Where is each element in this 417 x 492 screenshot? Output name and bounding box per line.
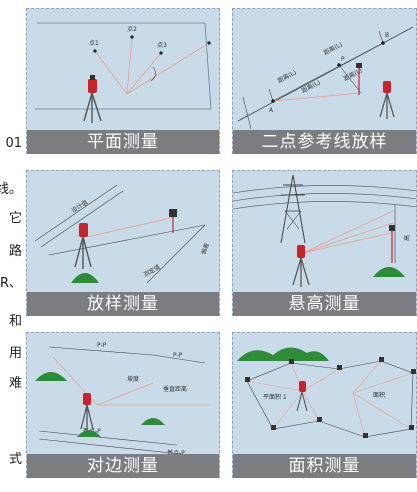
green-mound-icon-mid (141, 418, 165, 425)
label-distance-4: 距离(L) (342, 66, 363, 82)
label-slope: 坡度 (127, 375, 139, 383)
side-text-2: 线。 (0, 182, 22, 197)
label-p-p-1: P-P (97, 342, 107, 349)
label-distance-2: 距离(L) (322, 40, 343, 56)
total-station-icon (80, 393, 94, 431)
side-text-4: 路 (8, 244, 22, 259)
panel-two-point-reference-line: A B P 距离(L) 距离(L) 距离(L) 距离(L) 二点参考线放样 (232, 8, 417, 154)
label-point-a: A (269, 107, 274, 114)
panel-plane-survey: 点1 点2 点3 平面测量 (26, 8, 220, 154)
label-base-p-2: 基点-P (167, 449, 185, 457)
panel-missing-line: P-P P-P 坡度 垂直距离 基点-P 基点-P 对边测量 (26, 332, 220, 478)
plane-survey-illustration: 点1 点2 点3 (35, 22, 212, 123)
label-vertical-distance: 垂直距离 (163, 385, 187, 393)
pylon-icon (280, 174, 306, 244)
side-text-7: 用 (8, 346, 22, 361)
caption-two-point-reference-line: 二点参考线放样 (233, 130, 416, 154)
stakeout-illustration: 设计值 偏差 测定值 (34, 184, 211, 284)
label-distance-1: 距离(L) (276, 68, 297, 84)
label-point-b: B (385, 32, 389, 39)
label-point-3: 点3 (157, 41, 167, 49)
label-point-p: P (341, 56, 345, 63)
panel-stakeout-survey: 设计值 偏差 测定值 放样测量 (26, 170, 220, 316)
side-text-1: 01 (5, 136, 22, 151)
panel-area-survey: 平面积 1 面积 面积测量 (232, 332, 417, 478)
label-deviation: 偏差 (199, 242, 211, 256)
prism-icon (169, 209, 177, 233)
prism-pole-icon (356, 63, 362, 95)
label-height: 高 (403, 235, 411, 241)
label-design-value: 设计值 (70, 198, 89, 215)
two-point-reference-illustration: A B P 距离(L) 距离(L) 距离(L) 距离(L) (237, 26, 414, 130)
caption-area-survey: 面积测量 (233, 454, 416, 478)
green-mound-icon (71, 273, 99, 283)
panel-remote-elevation: 高 悬高测量 (232, 170, 417, 316)
label-point-1: 点1 (89, 39, 99, 47)
label-point-2: 点2 (127, 25, 137, 33)
total-station-icon (292, 245, 310, 287)
missing-line-illustration: P-P P-P 坡度 垂直距离 基点-P 基点-P (35, 342, 210, 458)
remote-elevation-illustration: 高 (233, 174, 416, 287)
label-p-p-2: P-P (173, 352, 183, 359)
caption-plane-survey: 平面测量 (27, 130, 219, 154)
side-text-9: 式 (8, 452, 22, 467)
label-area-1: 平面积 1 (263, 393, 287, 401)
caption-stakeout-survey: 放样测量 (27, 292, 219, 316)
prism-pole-icon (389, 225, 395, 263)
caption-missing-line: 对边测量 (27, 454, 219, 478)
label-area-2: 面积 (373, 391, 385, 399)
side-text-5: R、 (0, 276, 22, 291)
label-measured-value: 测定值 (142, 263, 162, 279)
side-text-3: 它 (8, 211, 22, 226)
total-station-icon (296, 381, 308, 412)
green-mound-icon-left (35, 372, 67, 381)
total-station-icon (74, 223, 92, 269)
hills-icon (237, 347, 329, 361)
side-text-column: 01 线。 它 路 R、 和 用 难 式 (0, 0, 25, 492)
total-station-icon (83, 75, 102, 123)
total-station-icon (379, 81, 395, 119)
green-mound-icon (373, 267, 405, 277)
caption-remote-elevation: 悬高测量 (233, 292, 416, 316)
side-text-8: 难 (8, 376, 22, 391)
area-survey-illustration: 平面积 1 面积 (237, 347, 416, 438)
green-mound-icon-station (77, 430, 101, 437)
side-text-6: 和 (8, 314, 22, 329)
prism-markers-icon (245, 357, 416, 438)
